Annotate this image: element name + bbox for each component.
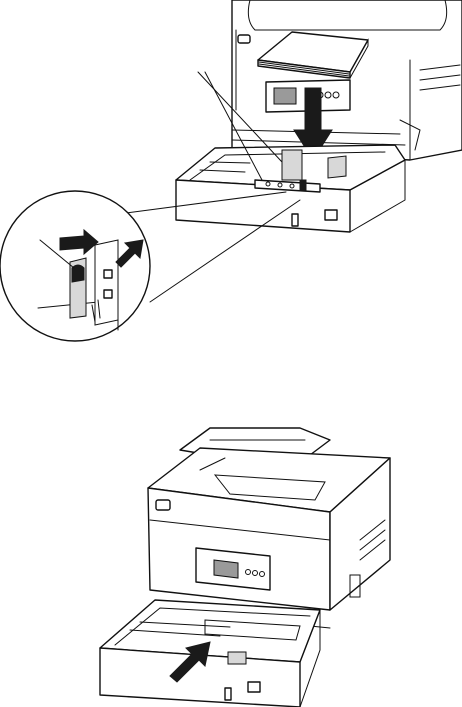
drawer-latch [292, 214, 298, 226]
handle-slot-icon [238, 35, 250, 43]
width-guide-right [328, 156, 346, 178]
display-screen-bottom [214, 560, 238, 578]
display-screen [274, 88, 296, 104]
top-panel [0, 0, 462, 341]
paper-drawer-closing [100, 600, 320, 707]
width-guide-left [282, 150, 302, 180]
printer-body-bottom [148, 428, 390, 628]
size-indicator-icon-bottom [248, 682, 260, 692]
guide-lever-bottom [228, 652, 246, 664]
paper-drawer-open [176, 145, 405, 232]
printer-body-top [232, 0, 462, 160]
bottom-panel [100, 428, 390, 707]
callout-indicator-2 [104, 290, 112, 298]
drawer-latch-bottom [225, 688, 231, 700]
size-indicator-icon [325, 210, 337, 220]
guide-lever [300, 180, 306, 190]
callout-indicator-1 [104, 270, 112, 278]
handle-slot-icon-bottom [156, 500, 170, 510]
